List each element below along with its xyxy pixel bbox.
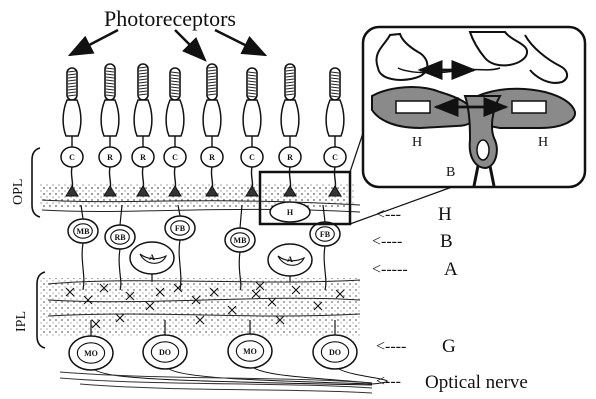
legend-a-arrow: <----- bbox=[372, 261, 408, 278]
photoreceptor-label: C bbox=[332, 153, 338, 162]
photoreceptor: C bbox=[164, 68, 186, 196]
photoreceptor: R bbox=[279, 64, 301, 196]
bipolar-cell: RB bbox=[105, 205, 135, 290]
horizontal-cell-label: H bbox=[287, 208, 294, 217]
legend-h-arrow: <--- bbox=[376, 206, 401, 223]
ganglion-cell-label: DO bbox=[159, 348, 171, 357]
photoreceptor-label: C bbox=[172, 153, 178, 162]
amacrine-cell: A bbox=[130, 242, 174, 282]
inset-panel: H H B bbox=[363, 27, 585, 187]
amacrine-cell: A bbox=[268, 244, 312, 282]
bipolar-cell: MB bbox=[225, 205, 255, 290]
legend-h-label: H bbox=[438, 204, 452, 225]
photoreceptor-label: R bbox=[209, 153, 215, 162]
bipolar-cell-label: MB bbox=[234, 236, 248, 245]
legend-b-arrow: <---- bbox=[372, 233, 402, 250]
amacrine-cell-label: A bbox=[149, 253, 155, 262]
opl-bracket bbox=[32, 148, 40, 217]
diagram-title: Photoreceptors bbox=[104, 6, 236, 31]
inset-label-h-left: H bbox=[412, 135, 422, 150]
bipolar-cell: FB bbox=[310, 205, 340, 290]
bipolar-cell-label: MB bbox=[77, 227, 91, 236]
photoreceptor-label: R bbox=[287, 153, 293, 162]
photoreceptor-label: C bbox=[249, 153, 255, 162]
inset-label-b: B bbox=[446, 165, 455, 180]
bipolar-cell-label: RB bbox=[114, 233, 126, 242]
legend-a: <----- A bbox=[372, 259, 458, 280]
bipolar-cell-label: FB bbox=[320, 230, 331, 239]
ganglion-cell-label: DO bbox=[329, 348, 341, 357]
photoreceptor: R bbox=[99, 64, 121, 196]
legend-h: <--- H bbox=[376, 204, 452, 225]
legend-g-label: G bbox=[442, 336, 456, 357]
legend-optical-nerve-label: Optical nerve bbox=[425, 372, 528, 393]
ipl-label: IPL bbox=[14, 311, 29, 332]
legend-b-label: B bbox=[440, 231, 453, 252]
ipl-band bbox=[40, 278, 360, 336]
amacrine-cell-label: A bbox=[287, 255, 293, 264]
photoreceptor-label: R bbox=[107, 153, 113, 162]
opl-label: OPL bbox=[11, 179, 26, 205]
horizontal-cell: H bbox=[270, 202, 310, 222]
legend: <--- H <---- B <----- A <---- G <--- Opt… bbox=[372, 204, 528, 393]
legend-optical-nerve-arrow: <--- bbox=[376, 373, 401, 390]
photoreceptor: C bbox=[324, 68, 346, 196]
photoreceptor: R bbox=[201, 64, 223, 196]
title-arrows bbox=[70, 30, 265, 60]
bipolar-cell: MB bbox=[68, 205, 98, 290]
photoreceptor: R bbox=[132, 64, 154, 196]
photoreceptor: C bbox=[61, 68, 83, 196]
ganglion-cell-label: MO bbox=[84, 349, 98, 358]
legend-g-arrow: <---- bbox=[376, 338, 406, 355]
legend-g: <---- G bbox=[376, 336, 456, 357]
legend-a-label: A bbox=[444, 259, 458, 280]
opl-band bbox=[40, 183, 355, 207]
bipolar-cell-label: FB bbox=[175, 224, 186, 233]
legend-b: <---- B bbox=[372, 231, 453, 252]
ganglion-cell-label: MO bbox=[243, 347, 257, 356]
legend-optical-nerve: <--- Optical nerve bbox=[376, 372, 528, 393]
photoreceptor-label: C bbox=[69, 153, 75, 162]
photoreceptor-label: R bbox=[140, 153, 146, 162]
inset-label-h-right: H bbox=[538, 135, 548, 150]
